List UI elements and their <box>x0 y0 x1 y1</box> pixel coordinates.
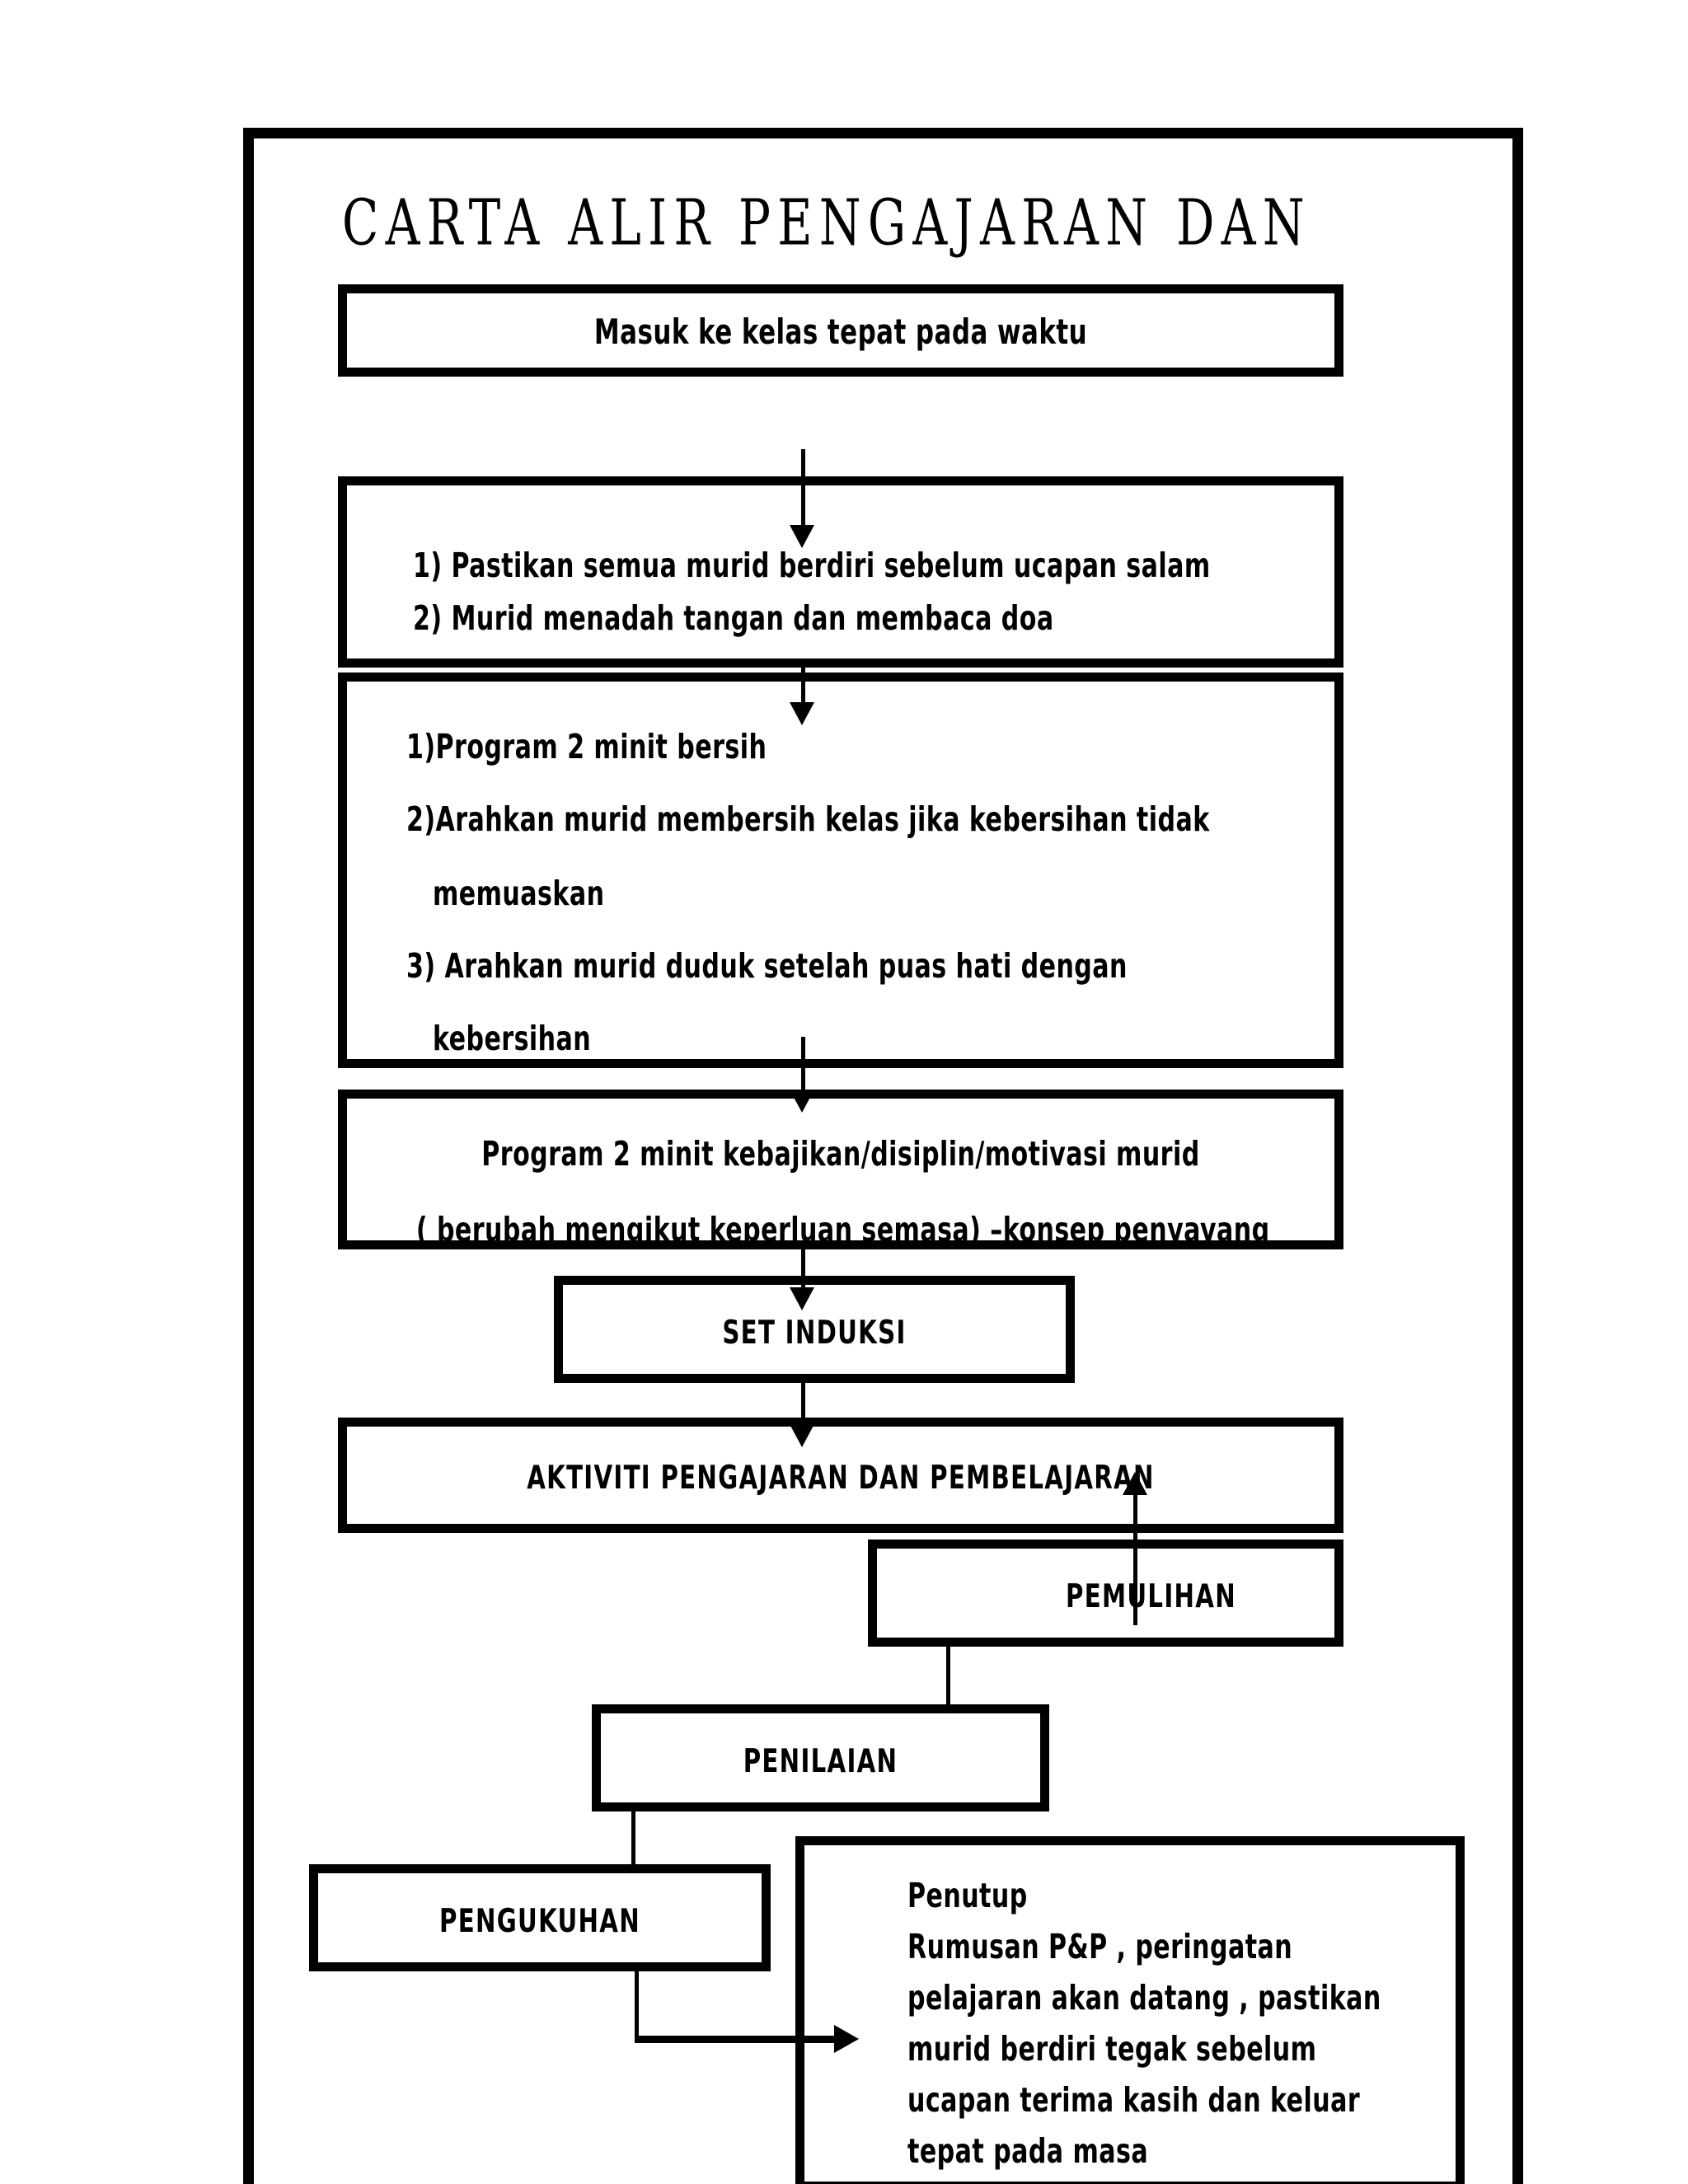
edge-pengukuhan-penutup-hline <box>635 2036 841 2043</box>
node-penutup: Penutup Rumusan P&P , peringatan pelajar… <box>795 1836 1465 2184</box>
edge-setinduksi-aktiviti-arrow <box>790 1424 814 1447</box>
node-set-induksi-label: SET INDUKSI <box>722 1313 907 1352</box>
edge-pengukuhan-penutup-arrow <box>834 2025 859 2053</box>
node-bersih-line-5: kebersihan <box>433 1019 592 1059</box>
node-aktiviti: AKTIVITI PENGAJARAN DAN PEMBELAJARAN <box>338 1418 1343 1533</box>
node-pengukuhan-label: PENGUKUHAN <box>439 1901 640 1941</box>
node-penutup-line-4: murid berdiri tegak sebelum <box>907 2030 1317 2069</box>
edge-masuk-salam-line <box>801 449 805 532</box>
node-pemulihan: PEMULIHAN <box>868 1540 1343 1647</box>
node-penilaian-label: PENILAIAN <box>743 1741 898 1781</box>
node-pengukuhan: PENGUKUHAN <box>309 1864 771 1971</box>
node-bersih: 1)Program 2 minit bersih 2)Arahkan murid… <box>338 673 1343 1068</box>
edge-bersih-kebajikan-arrow <box>790 1090 814 1113</box>
edge-penilaian-pengukuhan-line <box>631 1807 635 1871</box>
page-title: CARTA ALIR PENGAJARAN DAN <box>342 185 1311 260</box>
node-penilaian: PENILAIAN <box>592 1704 1049 1811</box>
edge-pengukuhan-penutup-vline <box>635 1966 639 2042</box>
node-bersih-line-4: 3) Arahkan murid duduk setelah puas hati… <box>406 947 1128 987</box>
edge-kebajikan-setinduksi-arrow <box>790 1287 814 1310</box>
node-penutup-line-1: Penutup <box>907 1877 1028 1916</box>
node-kebajikan-line-1: Program 2 minit kebajikan/disiplin/motiv… <box>481 1135 1200 1174</box>
edge-masuk-salam-arrow <box>790 525 814 548</box>
node-set-induksi: SET INDUKSI <box>554 1276 1075 1383</box>
edge-bersih-kebajikan-line <box>801 1037 805 1094</box>
edge-kebajikan-setinduksi-line <box>801 1241 805 1292</box>
node-penutup-line-2: Rumusan P&P , peringatan <box>907 1928 1293 1967</box>
edge-pemulihan-aktiviti-arrow <box>1123 1472 1147 1495</box>
edge-pemulihan-penilaian-line <box>946 1642 950 1711</box>
node-pemulihan-label: PEMULIHAN <box>1066 1577 1236 1616</box>
node-masuk-label: Masuk ke kelas tepat pada waktu <box>593 312 1088 353</box>
edge-setinduksi-aktiviti-line <box>801 1378 805 1429</box>
node-salam-line-2: 2) Murid menadah tangan dan membaca doa <box>413 599 1054 639</box>
node-bersih-line-1: 1)Program 2 minit bersih <box>406 728 767 767</box>
edge-salam-bersih-line <box>801 659 805 707</box>
node-penutup-line-3: pelajaran akan datang , pastikan <box>907 1979 1381 2018</box>
node-penutup-line-6: tepat pada masa <box>907 2132 1149 2172</box>
node-kebajikan: Program 2 minit kebajikan/disiplin/motiv… <box>338 1090 1343 1249</box>
edge-salam-bersih-arrow <box>790 702 814 725</box>
node-salam-line-1: 1) Pastikan semua murid berdiri sebelum … <box>413 546 1211 586</box>
node-bersih-line-3: memuaskan <box>433 874 605 914</box>
node-kebajikan-line-2: ( berubah mengikut keperluan semasa) –ko… <box>415 1211 1270 1250</box>
node-salam: 1) Pastikan semua murid berdiri sebelum … <box>338 476 1343 668</box>
node-aktiviti-label: AKTIVITI PENGAJARAN DAN PEMBELAJARAN <box>527 1458 1155 1497</box>
node-bersih-line-2: 2)Arahkan murid membersih kelas jika keb… <box>406 800 1210 840</box>
edge-pemulihan-aktiviti-line <box>1133 1493 1137 1625</box>
node-penutup-line-5: ucapan terima kasih dan keluar <box>907 2081 1361 2121</box>
node-masuk: Masuk ke kelas tepat pada waktu <box>338 284 1343 377</box>
